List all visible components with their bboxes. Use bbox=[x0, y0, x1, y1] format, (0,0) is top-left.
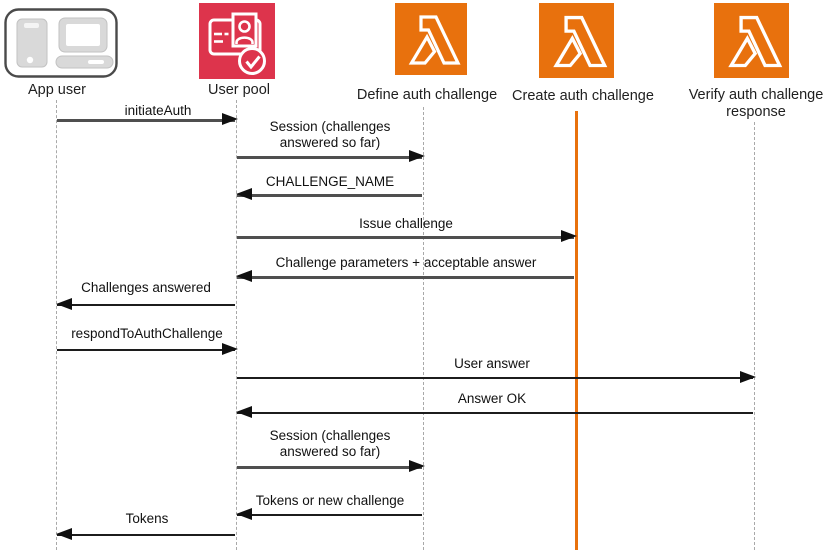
message-label-challenges-answered: Challenges answered bbox=[81, 280, 211, 295]
actor-label-user-pool: User pool bbox=[207, 82, 271, 98]
arrowhead-left-icon bbox=[236, 508, 252, 520]
lifeline-user-pool bbox=[236, 100, 237, 550]
lambda-icon bbox=[714, 3, 789, 83]
arrowhead-right-icon bbox=[222, 113, 238, 125]
lifeline-define-auth bbox=[423, 107, 424, 550]
message-label-challenge-parameters: Challenge parameters + acceptable answer bbox=[275, 255, 537, 270]
arrowhead-left-icon bbox=[236, 188, 252, 200]
lambda-icon bbox=[539, 3, 614, 83]
arrowhead-right-icon bbox=[222, 343, 238, 355]
lifeline-create-auth-active bbox=[575, 111, 578, 550]
arrowhead-right-icon bbox=[561, 230, 577, 242]
message-label-tokens-or-new-challenge: Tokens or new challenge bbox=[255, 493, 405, 508]
lifeline-verify-auth bbox=[754, 122, 755, 550]
message-label-session-1: Session (challenges answered so far) bbox=[269, 119, 391, 150]
message-label-tokens: Tokens bbox=[125, 511, 169, 526]
message-label-challenge-name: CHALLENGE_NAME bbox=[265, 174, 395, 189]
arrowhead-right-icon bbox=[740, 371, 756, 383]
arrowhead-left-icon bbox=[236, 270, 252, 282]
devices-icon bbox=[4, 8, 118, 83]
arrowhead-left-icon bbox=[56, 298, 72, 310]
message-label-issue-challenge: Issue challenge bbox=[359, 216, 453, 231]
actor-label-define-auth: Define auth challenge bbox=[356, 87, 498, 103]
message-label-session-2: Session (challenges answered so far) bbox=[269, 428, 391, 459]
message-label-answer-ok: Answer OK bbox=[457, 391, 527, 406]
arrowhead-right-icon bbox=[409, 460, 425, 472]
message-label-initiateauth: initiateAuth bbox=[124, 103, 192, 118]
actor-label-verify-auth: Verify auth challenge response bbox=[688, 87, 824, 120]
lambda-icon bbox=[394, 3, 468, 80]
lifeline-app-user bbox=[56, 100, 57, 550]
arrowhead-left-icon bbox=[236, 406, 252, 418]
arrowhead-right-icon bbox=[409, 150, 425, 162]
id-card-check-icon bbox=[199, 3, 275, 84]
arrowhead-left-icon bbox=[56, 528, 72, 540]
actor-label-app-user: App user bbox=[27, 82, 87, 98]
message-label-user-answer: User answer bbox=[454, 356, 530, 371]
message-label-respondtoauthchallenge: respondToAuthChallenge bbox=[71, 326, 223, 341]
actor-label-create-auth: Create auth challenge bbox=[512, 88, 654, 104]
